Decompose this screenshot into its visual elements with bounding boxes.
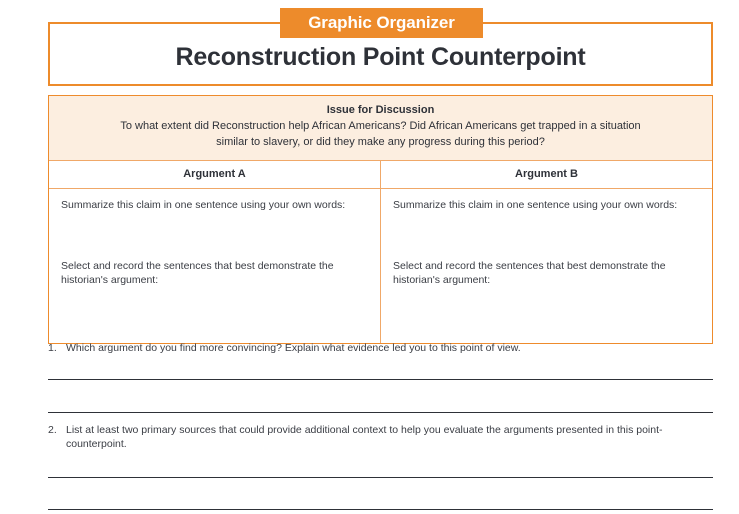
organizer-table: Issue for Discussion To what extent did … xyxy=(48,95,713,344)
column-header-argument-b: Argument B xyxy=(515,167,578,180)
answer-line-4[interactable] xyxy=(48,509,713,510)
answer-line-1[interactable] xyxy=(48,379,713,380)
argument-header-row: Argument A Argument B xyxy=(49,160,712,189)
argument-a-cell[interactable]: Summarize this claim in one sentence usi… xyxy=(49,188,381,343)
argument-a-prompt-evidence: Select and record the sentences that bes… xyxy=(61,259,334,286)
argument-b-prompt-summarize: Summarize this claim in one sentence usi… xyxy=(393,198,678,211)
answer-line-2[interactable] xyxy=(48,412,713,413)
issue-heading: Issue for Discussion xyxy=(326,104,435,116)
question-1-text: Which argument do you find more convinci… xyxy=(66,342,521,354)
graphic-organizer-tab: Graphic Organizer xyxy=(280,8,483,38)
question-2-text: List at least two primary sources that c… xyxy=(66,424,663,451)
column-header-argument-a: Argument A xyxy=(49,160,381,188)
argument-b-prompt-evidence: Select and record the sentences that bes… xyxy=(393,259,666,286)
argument-b-cell[interactable]: Summarize this claim in one sentence usi… xyxy=(381,189,712,343)
answer-line-3[interactable] xyxy=(48,477,713,478)
question-1-number: 1. xyxy=(48,342,57,354)
question-2-number: 2. xyxy=(48,424,57,436)
question-2: 2. List at least two primary sources tha… xyxy=(48,423,713,452)
argument-body-row: Summarize this claim in one sentence usi… xyxy=(49,188,712,343)
page-title: Reconstruction Point Counterpoint xyxy=(175,43,586,71)
issue-for-discussion-row: Issue for Discussion To what extent did … xyxy=(49,96,712,161)
argument-a-prompt-summarize: Summarize this claim in one sentence usi… xyxy=(61,198,346,211)
issue-body: To what extent did Reconstruction help A… xyxy=(120,119,641,148)
question-1: 1. Which argument do you find more convi… xyxy=(48,341,713,355)
